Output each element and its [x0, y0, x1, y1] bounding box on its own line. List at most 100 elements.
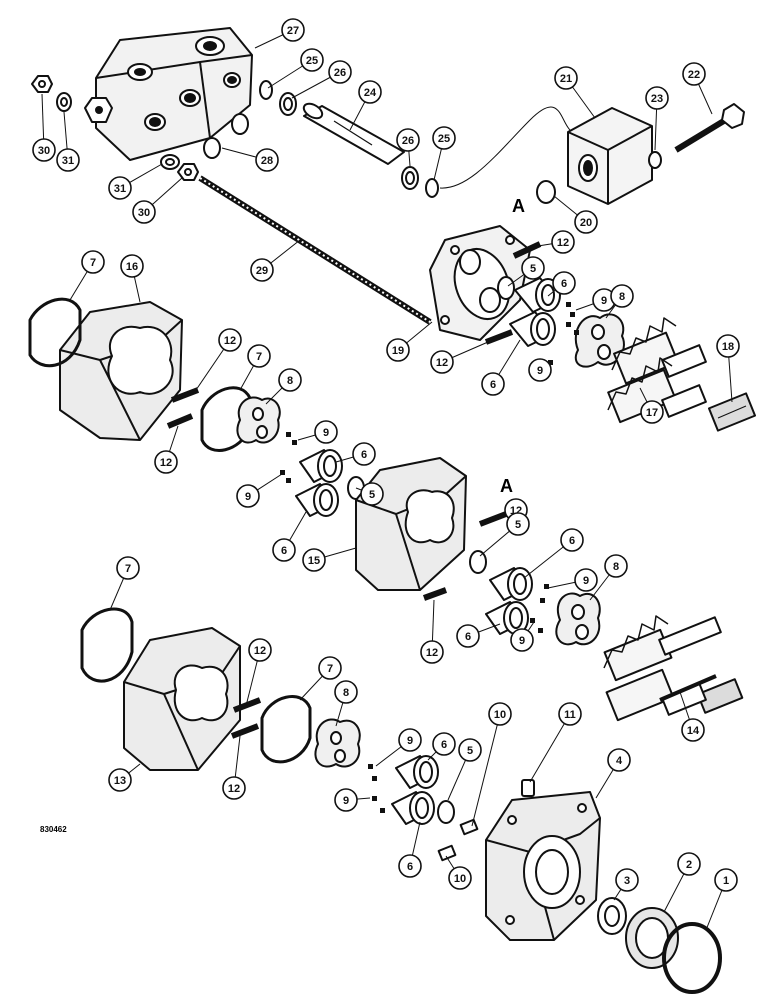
dowel-pin-part — [166, 241, 542, 739]
callout-circle — [640, 400, 664, 424]
callout-9: 9 — [314, 420, 338, 444]
callout-circle — [506, 512, 530, 536]
callout-number: 6 — [490, 379, 496, 391]
callout-circle — [610, 284, 634, 308]
callout-number: 6 — [361, 449, 367, 461]
callout-5: 5 — [521, 256, 545, 280]
callout-12: 12 — [430, 350, 454, 374]
housing-seal-part — [28, 297, 82, 368]
callout-14: 14 — [681, 718, 705, 742]
callout-circle — [481, 372, 505, 396]
seal-ring-part — [469, 550, 487, 574]
callout-number: 30 — [138, 207, 150, 219]
callout-9: 9 — [528, 358, 552, 382]
callout-7: 7 — [81, 250, 105, 274]
callout-circle — [552, 271, 576, 295]
callout-number: 5 — [369, 489, 375, 501]
callout-circle — [681, 718, 705, 742]
gear-housing-part — [59, 301, 183, 441]
callout-6: 6 — [560, 528, 584, 552]
nut-part — [177, 163, 199, 181]
callout-7: 7 — [116, 556, 140, 580]
callout-circle — [247, 344, 271, 368]
callout-number: 1 — [723, 875, 729, 887]
callout-13: 13 — [108, 768, 132, 792]
callout-number: 10 — [454, 873, 466, 885]
callout-11: 11 — [558, 702, 582, 726]
callout-number: 9 — [601, 295, 607, 307]
spline-coupling-part — [707, 392, 757, 432]
callout-circle — [430, 350, 454, 374]
callout-number: 26 — [334, 67, 346, 79]
callout-circle — [116, 556, 140, 580]
callout-circle — [398, 728, 422, 752]
callout-number: 29 — [256, 265, 268, 277]
callout-31: 31 — [56, 148, 80, 172]
o-ring-part — [203, 113, 249, 159]
callout-5: 5 — [458, 738, 482, 762]
callout-31: 31 — [108, 176, 132, 200]
callout-number: 9 — [583, 575, 589, 587]
callout-circle — [108, 176, 132, 200]
callout-7: 7 — [247, 344, 271, 368]
callout-5: 5 — [506, 512, 530, 536]
callout-circle — [677, 852, 701, 876]
valve-housing-part — [84, 27, 253, 161]
callout-circle — [398, 854, 422, 878]
nut-part — [31, 75, 53, 93]
housing-seal-part — [260, 695, 312, 764]
callout-circle — [574, 568, 598, 592]
callout-25: 25 — [300, 48, 324, 72]
callout-number: 23 — [651, 93, 663, 105]
callout-18: 18 — [716, 334, 740, 358]
callout-22: 22 — [682, 62, 706, 86]
callout-circle — [714, 868, 738, 892]
cover-plate-part — [429, 225, 531, 341]
callout-12: 12 — [222, 776, 246, 800]
callout-12: 12 — [420, 640, 444, 664]
callout-number: 9 — [537, 365, 543, 377]
callout-number: 9 — [343, 795, 349, 807]
callout-6: 6 — [272, 538, 296, 562]
callout-16: 16 — [120, 254, 144, 278]
callout-number: 8 — [287, 375, 293, 387]
callout-circle — [272, 538, 296, 562]
callout-circle — [281, 18, 305, 42]
callout-12: 12 — [248, 638, 272, 662]
callout-circle — [560, 528, 584, 552]
snap-ring-part — [662, 922, 722, 994]
callout-9: 9 — [334, 788, 358, 812]
callout-circle — [236, 484, 260, 508]
wear-plate-part — [574, 313, 625, 368]
bushing-part — [489, 567, 533, 601]
bushing-part — [391, 791, 435, 825]
threaded-stud-part — [198, 175, 432, 325]
callout-circle — [604, 554, 628, 578]
callout-number: 31 — [62, 155, 74, 167]
callout-number: 3 — [624, 875, 630, 887]
callout-number: 12 — [426, 647, 438, 659]
callout-27: 27 — [281, 18, 305, 42]
wear-plate-part — [555, 592, 601, 646]
callout-circle — [222, 776, 246, 800]
callout-circle — [81, 250, 105, 274]
callout-8: 8 — [278, 368, 302, 392]
o-ring-part — [425, 178, 439, 198]
adapter-block-part — [567, 107, 653, 205]
callout-number: 12 — [228, 783, 240, 795]
callout-circle — [448, 866, 472, 890]
seal-ring-part — [497, 276, 515, 300]
callout-number: 12 — [557, 237, 569, 249]
callout-7: 7 — [318, 656, 342, 680]
callout-circle — [528, 358, 552, 382]
callout-30: 30 — [32, 138, 56, 162]
callout-number: 26 — [402, 135, 414, 147]
callout-number: 6 — [569, 535, 575, 547]
callout-12: 12 — [551, 230, 575, 254]
callout-circle — [328, 60, 352, 84]
callout-number: 28 — [261, 155, 273, 167]
callout-circle — [716, 334, 740, 358]
callout-circle — [420, 640, 444, 664]
callout-28: 28 — [255, 148, 279, 172]
callout-circle — [521, 256, 545, 280]
